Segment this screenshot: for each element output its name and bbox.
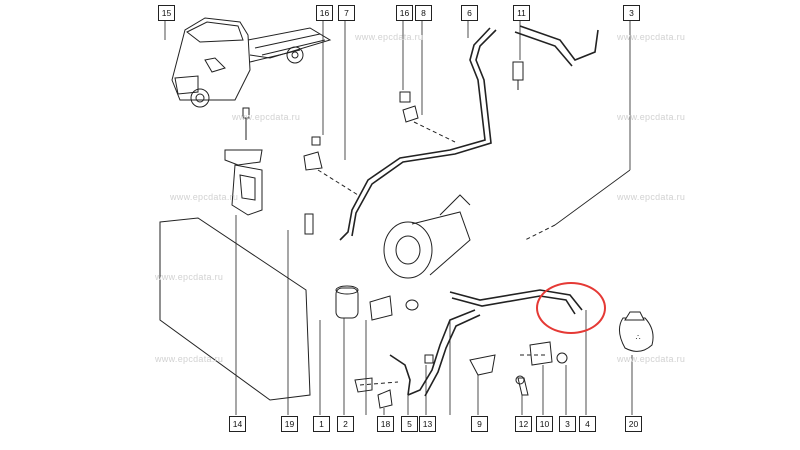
watermark: www.epcdata.ru — [355, 32, 424, 42]
pouch-icon: ∴ — [619, 311, 654, 352]
callout-1: 1 — [313, 416, 330, 432]
callout-4: 4 — [579, 416, 596, 432]
lower-hardware — [304, 213, 568, 409]
callout-6: 6 — [461, 5, 478, 21]
callout-3: 3 — [623, 5, 640, 21]
callout-2: 2 — [337, 416, 354, 432]
watermark: www.epcdata.ru — [617, 32, 686, 42]
watermark: www.epcdata.ru — [617, 112, 686, 122]
callout-10: 10 — [536, 416, 553, 432]
callout-11: 11 — [513, 5, 530, 21]
callout-14: 14 — [229, 416, 246, 432]
watermark: www.epcdata.ru — [617, 192, 686, 202]
watermark: www.epcdata.ru — [155, 272, 224, 282]
callout-13: 13 — [419, 416, 436, 432]
callout-15: 15 — [158, 5, 175, 21]
callout-3: 3 — [559, 416, 576, 432]
callout-5: 5 — [401, 416, 418, 432]
watermark: www.epcdata.ru — [232, 112, 301, 122]
callout-16: 16 — [396, 5, 413, 21]
callout-20: 20 — [625, 416, 642, 432]
callout-9: 9 — [471, 416, 488, 432]
upper-hose — [339, 25, 599, 241]
truck-illustration — [171, 17, 332, 108]
callout-8: 8 — [415, 5, 432, 21]
direction-arrows — [317, 121, 556, 386]
callout-18: 18 — [377, 416, 394, 432]
leader-lines — [164, 20, 633, 415]
receiver-drier — [335, 285, 359, 319]
watermark: www.epcdata.ru — [617, 354, 686, 364]
callout-12: 12 — [515, 416, 532, 432]
fitting-parts — [303, 61, 524, 171]
callout-7: 7 — [338, 5, 355, 21]
callout-16: 16 — [316, 5, 333, 21]
watermark: www.epcdata.ru — [170, 192, 239, 202]
highlight-circle — [536, 282, 606, 334]
condenser-core — [159, 217, 311, 401]
compressor — [383, 194, 471, 279]
callout-19: 19 — [281, 416, 298, 432]
watermark: www.epcdata.ru — [155, 354, 224, 364]
bracket-assembly — [224, 107, 263, 216]
svg-text:∴: ∴ — [635, 333, 640, 342]
